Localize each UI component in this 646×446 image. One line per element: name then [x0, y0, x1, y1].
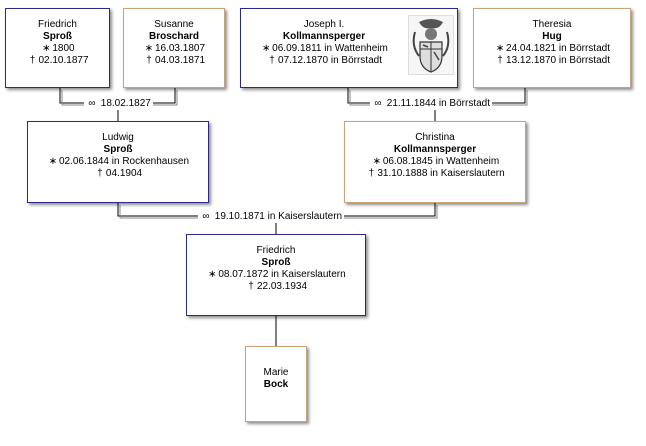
- birth-symbol: ∗: [42, 43, 51, 54]
- person-card-christina[interactable]: Christina Kollmannsperger ∗06.08.1845 in…: [344, 121, 526, 203]
- surname: Sproß: [261, 257, 291, 268]
- birth-line: ∗1800: [6, 43, 109, 55]
- marriage-label-2: ∞ 21.11.1844 in Börrstadt: [370, 98, 492, 110]
- death-line: †04.1904: [28, 168, 208, 180]
- death-date: 22.03.1934: [256, 281, 308, 292]
- death-date: 04.03.1871: [154, 55, 206, 66]
- death-line: †07.12.1870 in Börrstadt: [241, 55, 407, 67]
- death-symbol: †: [368, 168, 375, 179]
- marriage-label-3: ∞ 19.10.1871 in Kaiserslautern: [198, 211, 345, 223]
- marriage-date: 18.02.1827: [100, 98, 151, 109]
- marriage-date: 21.11.1844 in Börrstadt: [386, 98, 490, 109]
- death-date: 31.10.1888 in Kaiserslautern: [377, 168, 505, 179]
- surname: Kollmannsperger: [282, 31, 366, 42]
- given-name: Theresia: [532, 19, 572, 30]
- birth-line: ∗08.07.1872 in Kaiserslautern: [187, 269, 365, 281]
- birth-line: ∗16.03.1807: [124, 43, 224, 55]
- death-date: 07.12.1870 in Börrstadt: [278, 55, 382, 66]
- surname: Sproß: [103, 144, 133, 155]
- death-date: 13.12.1870 in Börrstadt: [506, 55, 610, 66]
- death-symbol: †: [269, 55, 275, 66]
- person-card-joseph[interactable]: Joseph I. Kollmannsperger ∗06.09.1811 in…: [240, 8, 458, 88]
- marriage-label-1: ∞ 18.02.1827: [84, 98, 153, 110]
- birth-symbol: ∗: [208, 269, 217, 280]
- death-line: †04.03.1871: [124, 55, 224, 67]
- death-symbol: †: [97, 168, 103, 179]
- person-card-marie[interactable]: Marie Bock: [245, 346, 307, 422]
- given-name: Susanne: [154, 19, 194, 30]
- birth-date: 02.06.1844 in Rockenhausen: [58, 156, 190, 167]
- death-symbol: †: [29, 55, 36, 66]
- birth-symbol: ∗: [372, 156, 381, 167]
- surname: Broschard: [148, 31, 199, 42]
- surname: Bock: [263, 379, 289, 390]
- birth-symbol: ∗: [144, 43, 154, 54]
- birth-date: 1800: [52, 43, 75, 54]
- death-date: 04.1904: [105, 168, 143, 179]
- birth-symbol: ∗: [495, 43, 505, 54]
- person-card-friedrich-sr[interactable]: Friedrich Sproß ∗1800 †02.10.1877: [5, 8, 110, 88]
- person-card-susanne[interactable]: Susanne Broschard ∗16.03.1807 †04.03.187…: [123, 8, 225, 88]
- coat-of-arms-icon: [408, 15, 454, 75]
- marriage-symbol: ∞: [88, 98, 96, 109]
- birth-line: ∗24.04.1821 in Börrstadt: [474, 43, 630, 55]
- marriage-symbol: ∞: [202, 211, 210, 222]
- birth-symbol: ∗: [261, 43, 271, 54]
- death-line: †13.12.1870 in Börrstadt: [474, 55, 630, 67]
- birth-symbol: ∗: [48, 156, 58, 167]
- death-symbol: †: [248, 281, 254, 292]
- given-name: Joseph I.: [303, 19, 345, 30]
- birth-date: 08.07.1872 in Kaiserslautern: [218, 269, 346, 280]
- marriage-symbol: ∞: [374, 98, 382, 109]
- death-line: †22.03.1934: [187, 281, 365, 293]
- surname: Kollmannsperger: [393, 144, 477, 155]
- given-name: Friedrich: [256, 245, 296, 256]
- death-line: †31.10.1888 in Kaiserslautern: [345, 168, 525, 180]
- surname: Hug: [542, 31, 562, 42]
- birth-date: 16.03.1807: [154, 43, 206, 54]
- person-card-ludwig[interactable]: Ludwig Sproß ∗02.06.1844 in Rockenhausen…: [27, 121, 209, 203]
- birth-line: ∗06.08.1845 in Wattenheim: [345, 156, 525, 168]
- marriage-date: 19.10.1871 in Kaiserslautern: [214, 211, 343, 222]
- death-symbol: †: [146, 55, 152, 66]
- birth-date: 06.08.1845 in Wattenheim: [382, 156, 500, 167]
- birth-line: ∗06.09.1811 in Wattenheim: [241, 43, 407, 55]
- death-line: †02.10.1877: [6, 55, 109, 67]
- birth-date: 24.04.1821 in Börrstadt: [506, 43, 610, 54]
- birth-date: 06.09.1811 in Wattenheim: [272, 43, 388, 54]
- death-symbol: †: [497, 55, 503, 66]
- given-name: Ludwig: [102, 132, 134, 143]
- surname: Sproß: [43, 31, 72, 42]
- death-date: 02.10.1877: [38, 55, 89, 66]
- given-name: Friedrich: [38, 19, 77, 30]
- given-name: Marie: [263, 367, 289, 378]
- person-card-friedrich-jr[interactable]: Friedrich Sproß ∗08.07.1872 in Kaisersla…: [186, 234, 366, 316]
- birth-line: ∗02.06.1844 in Rockenhausen: [28, 156, 208, 168]
- person-card-theresia[interactable]: Theresia Hug ∗24.04.1821 in Börrstadt †1…: [473, 8, 631, 88]
- given-name: Christina: [415, 132, 455, 143]
